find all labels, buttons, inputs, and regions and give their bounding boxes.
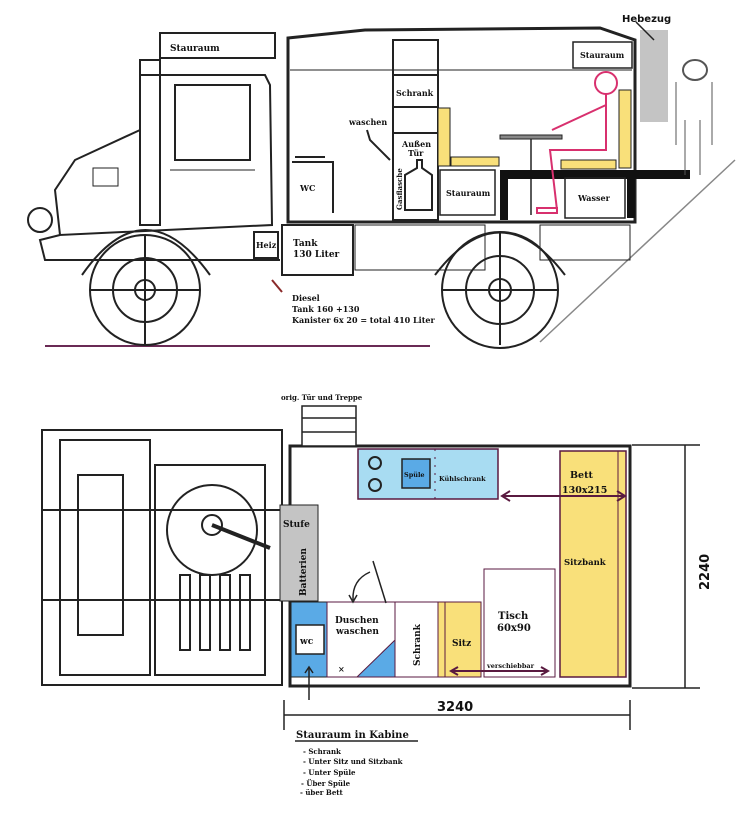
shower-label-2: waschen (335, 627, 379, 637)
roof-storage-box (159, 32, 276, 59)
washbasin (366, 129, 391, 161)
table (483, 568, 556, 678)
rear-storage-box (572, 41, 633, 69)
cross-mark: × (338, 664, 345, 674)
floor-plan: orig. Tür und Treppe Spüle Kühlschrank B… (41, 393, 713, 730)
roof-storage-label: Stauraum (170, 44, 220, 54)
stairs[interactable] (301, 405, 357, 447)
sliding-label: verschiebbar (486, 662, 535, 670)
door-stairs-label[interactable]: orig. Tür und Treppe (281, 393, 363, 402)
bed-size-label: 130x215 (562, 485, 607, 496)
storage-list-item: - Unter Sitz und Sitzbank (303, 757, 403, 766)
diesel-total-label: Kanister 6x 20 = total 410 Liter (292, 315, 435, 325)
storage-list-item: - Unter Spüle (303, 768, 356, 777)
length-dimension (283, 700, 631, 730)
cabinet-label: Schrank (413, 623, 423, 666)
length-dimension-label: 3240 (437, 700, 473, 715)
outer-door-label-2: Tür (408, 148, 424, 158)
entry-arrow (304, 665, 314, 700)
seat-label: Sitz (452, 639, 471, 649)
hoist-box (640, 30, 668, 122)
storage-list-item: - Schrank (303, 747, 341, 756)
bumper (38, 234, 280, 261)
storage-list-item: - über Bett (300, 788, 344, 797)
diesel-pointer (271, 279, 283, 293)
sink-label: Spüle (404, 471, 425, 479)
bench-label: Sitzbank (564, 558, 607, 568)
outer-door-label: Außen (401, 139, 431, 149)
water-tank (564, 177, 626, 219)
burner-icon (368, 456, 382, 470)
seat-cushion (450, 156, 500, 167)
hoist-label: Hebezug (622, 14, 671, 25)
storage-box (439, 169, 496, 216)
rear-platform (500, 170, 690, 179)
table-label: Tisch (498, 611, 529, 622)
fridge-label: Kühlschrank (439, 475, 486, 483)
table (499, 134, 563, 140)
width-dimension (632, 444, 700, 689)
cabin-box-outline (286, 26, 637, 224)
diesel-label: Diesel (292, 293, 320, 303)
standing-person-figure (675, 59, 713, 175)
slope-line (539, 159, 736, 343)
front-wheel (81, 229, 211, 346)
batteries-label: Batterien (299, 548, 309, 596)
door-swing-arrow[interactable] (348, 560, 387, 604)
gas-bottle-icon (404, 159, 433, 211)
seated-person-figure (536, 71, 618, 214)
cab-window (174, 84, 251, 161)
seat-backrest-rear (618, 89, 632, 169)
tank-box (281, 224, 354, 276)
bed-bench (559, 450, 627, 678)
platform-post (500, 170, 508, 220)
side-view: Stauraum Schrank waschen Außen Tür Gasfl… (27, 14, 736, 349)
truck-top-outline (41, 429, 283, 686)
bed-extend-arrow (500, 490, 627, 502)
wc-unit (292, 156, 334, 213)
rear-wheel (434, 231, 566, 349)
tank-label: Tank (293, 239, 318, 249)
spare-wheel (27, 207, 53, 233)
diesel-tank-label: Tank 160 +130 (292, 304, 360, 314)
heater-box (253, 231, 279, 259)
seat-backrest (437, 107, 451, 167)
shower-label: Duschen (335, 616, 379, 626)
cab-outline (53, 74, 274, 237)
platform-post (627, 178, 635, 218)
bed-label: Bett (570, 470, 593, 481)
wc-toilet (295, 624, 325, 655)
gas-bottle-label: Gasflasche (395, 168, 404, 210)
chassis-frame (354, 224, 486, 271)
rear-storage-label: Stauraum (580, 50, 625, 60)
water-label: Wasser (577, 193, 611, 203)
storage-list-item: - Über Spüle (301, 779, 351, 788)
washing-label: waschen (348, 117, 387, 127)
hoist-pointer (635, 21, 655, 41)
tank-capacity-label: 130 Liter (293, 250, 340, 260)
exhaust-stack (139, 59, 161, 226)
cabinet-label: Schrank (396, 88, 434, 98)
seat-cushion-rear (560, 159, 617, 170)
chassis-frame-rear (539, 224, 631, 261)
wc-label: wc (299, 637, 314, 647)
burner-icon (368, 478, 382, 492)
storage-label: Stauraum (446, 188, 491, 198)
sink (401, 458, 431, 489)
width-dimension-label: 2240 (698, 554, 713, 590)
storage-list-title: Stauraum in Kabine (296, 730, 409, 741)
step-batteries (279, 504, 319, 602)
heater-label: Heiz (256, 240, 277, 250)
step-label: Stufe (283, 520, 310, 530)
wc-label: WC (299, 183, 315, 193)
storage-list: Stauraum in Kabine - Schrank - Unter Sit… (295, 730, 418, 797)
table-slide-arrow (448, 666, 551, 676)
table-size-label: 60x90 (497, 623, 531, 634)
headlight (92, 167, 119, 187)
